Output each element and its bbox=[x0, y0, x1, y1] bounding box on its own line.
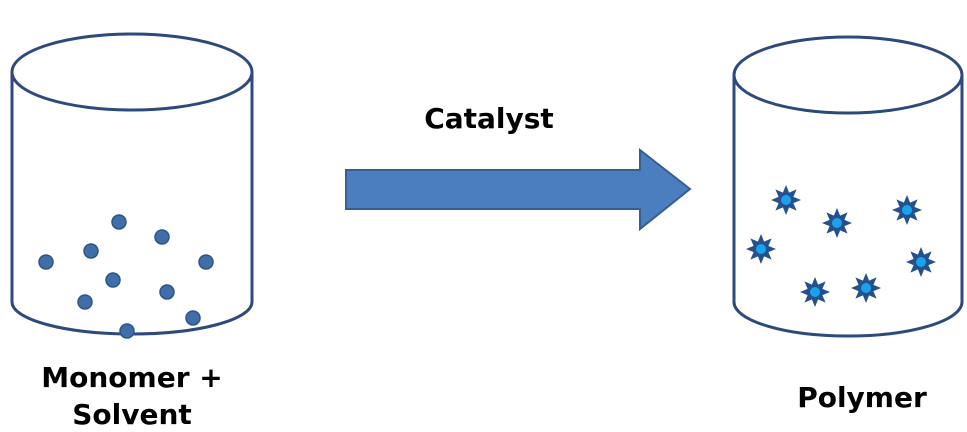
monomer-dot bbox=[119, 323, 135, 339]
monomer-dot bbox=[105, 272, 121, 288]
monomer-dot bbox=[198, 254, 214, 270]
polymer-star bbox=[771, 185, 801, 215]
monomer-solvent-label-line2: Solvent bbox=[72, 398, 192, 431]
monomer-solvent-beaker bbox=[10, 32, 254, 339]
reaction-arrow bbox=[345, 147, 692, 232]
polymer-star bbox=[892, 195, 922, 225]
beaker-left-rim bbox=[10, 32, 254, 112]
monomer-dot bbox=[77, 294, 93, 310]
polymer-beaker bbox=[732, 35, 964, 338]
polymer-star bbox=[800, 277, 830, 307]
polymer-star-core bbox=[832, 218, 842, 228]
monomer-dot bbox=[83, 243, 99, 259]
polymer-particles bbox=[746, 185, 936, 307]
polymer-star-core bbox=[902, 205, 912, 215]
polymer-star-core bbox=[810, 287, 820, 297]
catalyst-label: Catalyst bbox=[424, 102, 554, 135]
beaker-right-body bbox=[732, 75, 964, 338]
polymer-star-core bbox=[756, 244, 766, 254]
polymer-star-core bbox=[781, 195, 791, 205]
monomer-dot bbox=[185, 310, 201, 326]
monomer-dot bbox=[111, 214, 127, 230]
polymer-star-core bbox=[916, 257, 926, 267]
monomer-particles bbox=[38, 214, 214, 339]
monomer-dot bbox=[154, 229, 170, 245]
monomer-solvent-label-line1: Monomer + bbox=[41, 361, 222, 394]
beaker-right-rim bbox=[732, 35, 964, 115]
polymer-star bbox=[746, 234, 776, 264]
polymer-star-core bbox=[861, 283, 871, 293]
polymer-star bbox=[822, 208, 852, 238]
polymer-star bbox=[906, 247, 936, 277]
monomer-dot bbox=[38, 254, 54, 270]
polymer-label: Polymer bbox=[797, 381, 927, 414]
polymer-star bbox=[851, 273, 881, 303]
monomer-dot bbox=[159, 284, 175, 300]
